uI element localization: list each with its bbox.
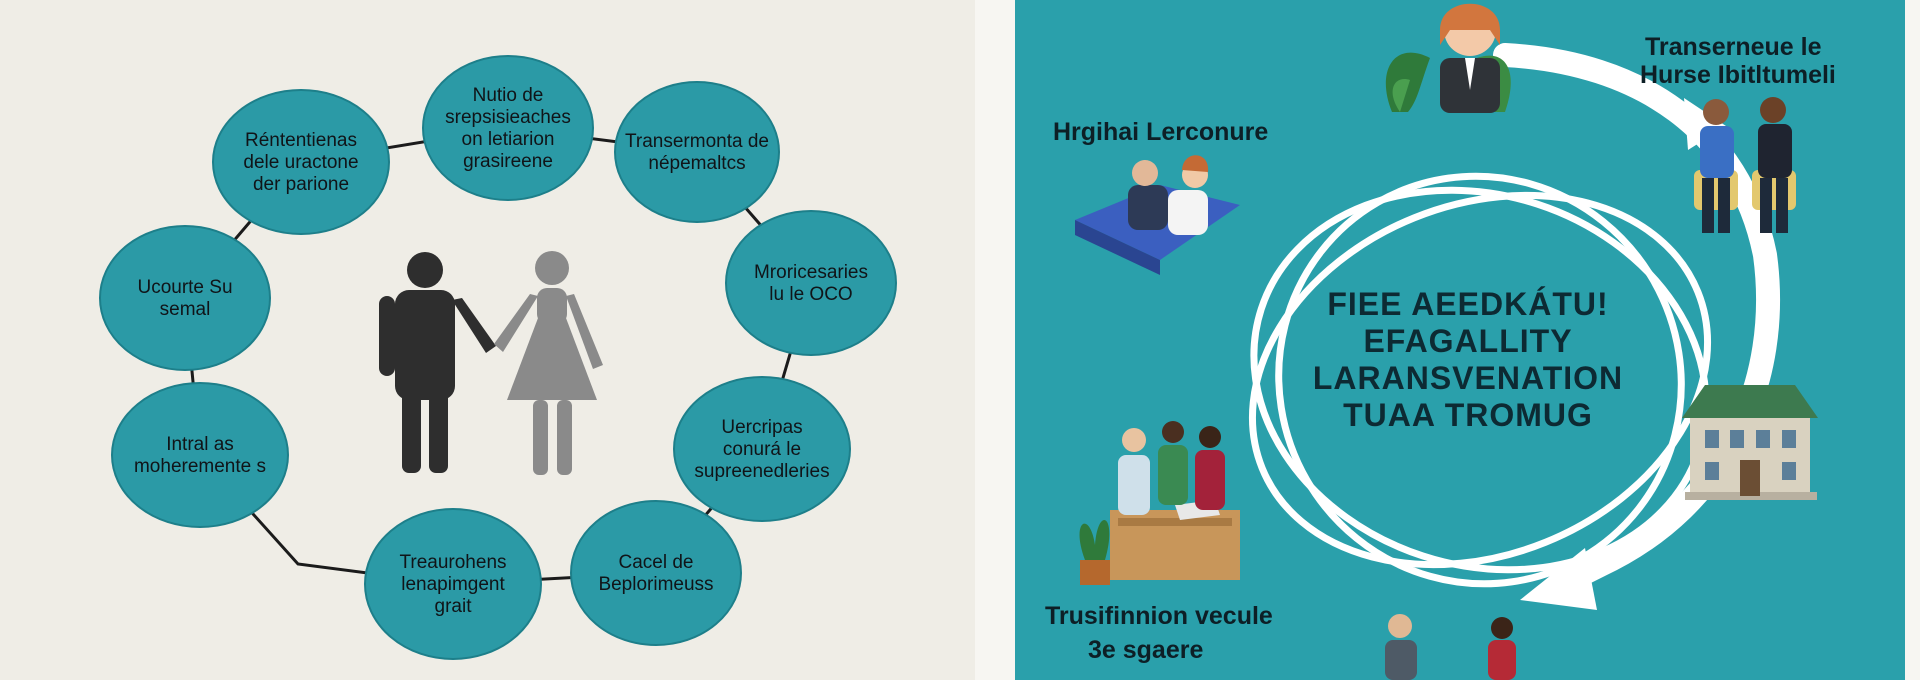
couple-icon bbox=[379, 251, 603, 475]
cycle-node-label: on letiarion bbox=[462, 129, 555, 150]
cycle-node-label: lenapimgent bbox=[401, 574, 505, 595]
top-arrowhead bbox=[1684, 98, 1726, 150]
cycle-node-label: Mroricesaries bbox=[754, 262, 868, 283]
house-icon bbox=[1682, 385, 1818, 500]
office-meeting-illustration bbox=[1079, 421, 1240, 585]
center-line-3: LARANSVENATION bbox=[1313, 360, 1623, 396]
cycle-node-circle bbox=[673, 376, 851, 522]
cycle-node-circle bbox=[725, 210, 897, 356]
cycle-node-label: Nutio de bbox=[473, 85, 544, 106]
cycle-node-label: conurá le bbox=[723, 439, 801, 460]
cycle-arrow-path bbox=[1493, 43, 1780, 592]
cycle-node-label: grait bbox=[435, 596, 473, 617]
cycle-node-label: Transermonta de bbox=[625, 131, 769, 152]
cycle-node-label: Ucourte Su bbox=[137, 277, 232, 298]
label-top-right-line-1: Transerneue le bbox=[1645, 33, 1822, 61]
cycle-node-label: Beplorimeuss bbox=[598, 574, 713, 595]
cycle-node-label: moheremente s bbox=[134, 456, 266, 477]
center-statement: FIEE AEEDKÁTU! EFAGALLITY LARANSVENATION… bbox=[1313, 286, 1623, 433]
cycle-node-label: grasireene bbox=[463, 151, 553, 172]
seated-couple-illustration bbox=[1694, 97, 1796, 233]
man-figure-icon bbox=[379, 252, 496, 473]
woman-with-plants-illustration bbox=[1385, 3, 1511, 113]
center-line-4: TUAA TROMUG bbox=[1343, 397, 1593, 433]
cycle-node-circle bbox=[364, 508, 542, 660]
cycle-node-circle bbox=[422, 55, 594, 201]
label-top-right-line-2: Hurse Ibitltumeli bbox=[1640, 61, 1836, 89]
cycle-node-circle bbox=[614, 81, 780, 223]
cycle-node-label: dele uractone bbox=[243, 152, 358, 173]
cycle-node-label: srepsisieaches bbox=[445, 107, 571, 128]
cycle-node-label: Intral as bbox=[166, 434, 234, 455]
tangled-loops bbox=[1248, 172, 1712, 588]
woman-figure-icon bbox=[494, 251, 603, 475]
cycle-node-label: népemaltcs bbox=[648, 153, 745, 174]
label-bottom-line-2: 3e sgaere bbox=[1088, 636, 1203, 664]
label-left: Hrgihai Lerconure bbox=[1053, 118, 1268, 146]
cycle-node-circle bbox=[99, 225, 271, 371]
label-bottom-line-1: Trusifinnion vecule bbox=[1045, 602, 1273, 630]
cycle-node-label: Cacel de bbox=[619, 552, 694, 573]
cycle-node-circle bbox=[212, 89, 390, 235]
cycle-node-label: supreenedleries bbox=[694, 461, 829, 482]
right-edge bbox=[1905, 0, 1920, 680]
cycle-node-label: Treaurohens bbox=[399, 552, 506, 573]
cycle-node-label: der parione bbox=[253, 174, 349, 195]
cycle-node-circle bbox=[111, 382, 289, 528]
transformation-cycle: FIEE AEEDKÁTU! EFAGALLITY LARANSVENATION… bbox=[1045, 3, 1836, 680]
couch-scene-illustration bbox=[1075, 155, 1240, 275]
cycle-node-label: semal bbox=[160, 299, 211, 320]
cycle-node-label: lu le OCO bbox=[769, 284, 852, 305]
cycle-node-label: Uercripas bbox=[721, 417, 802, 438]
cycle-node-circle bbox=[570, 500, 742, 646]
center-line-2: EFAGALLITY bbox=[1363, 323, 1572, 359]
center-line-1: FIEE AEEDKÁTU! bbox=[1327, 286, 1608, 322]
panel-gap bbox=[975, 0, 1015, 680]
bottom-people-illustration bbox=[1385, 614, 1516, 680]
cycle-node-label: Réntentienas bbox=[245, 130, 357, 151]
